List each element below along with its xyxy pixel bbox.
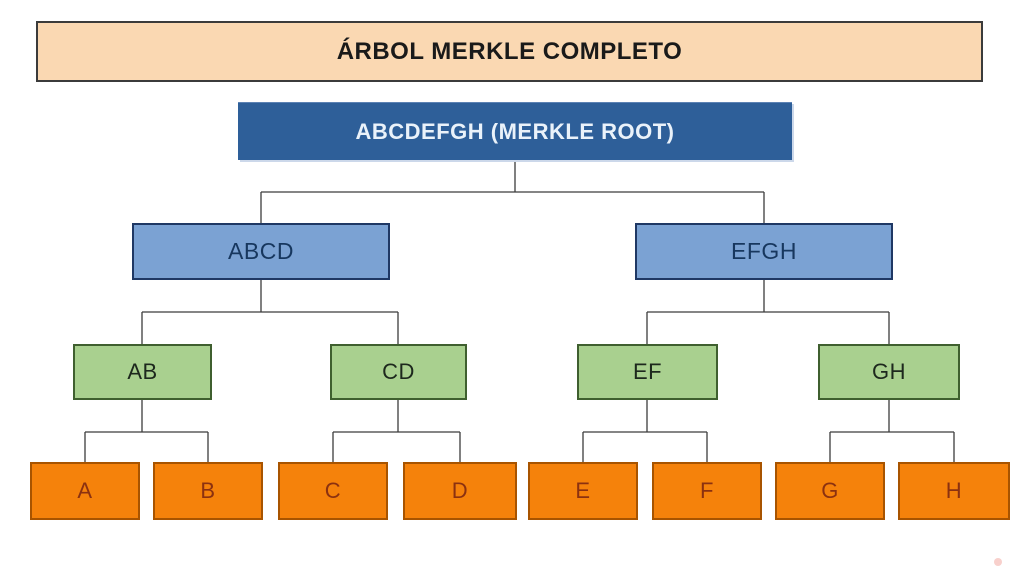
leaf-a: A (30, 462, 140, 520)
node-merkle-root: ABCDEFGH (MERKLE ROOT) (238, 102, 792, 160)
node-abcd: ABCD (132, 223, 390, 280)
node-ef: EF (577, 344, 718, 400)
leaf-f: F (652, 462, 762, 520)
node-cd: CD (330, 344, 467, 400)
leaf-b: B (153, 462, 263, 520)
leaf-d: D (403, 462, 517, 520)
leaf-c: C (278, 462, 388, 520)
leaf-h: H (898, 462, 1010, 520)
node-gh: GH (818, 344, 960, 400)
leaf-e: E (528, 462, 638, 520)
diagram-title: ÁRBOL MERKLE COMPLETO (36, 21, 983, 82)
leaf-g: G (775, 462, 885, 520)
node-ab: AB (73, 344, 212, 400)
watermark-dot (994, 558, 1002, 566)
node-efgh: EFGH (635, 223, 893, 280)
